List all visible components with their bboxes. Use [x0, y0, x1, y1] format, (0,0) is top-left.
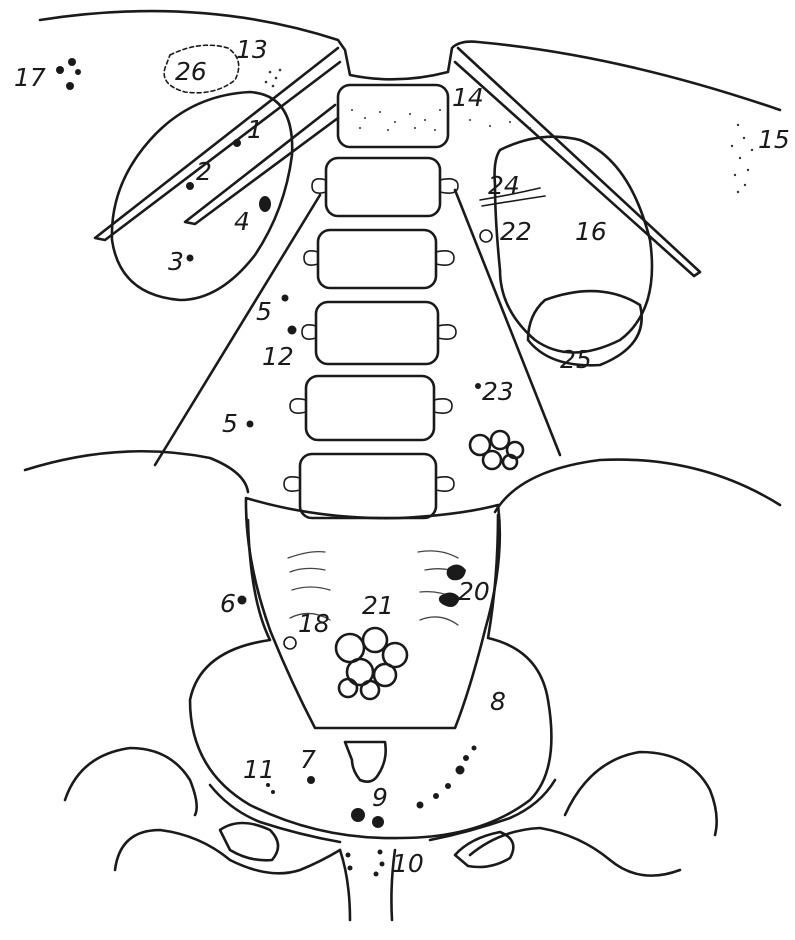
label-18: 18 — [298, 609, 330, 638]
label-6: 6 — [220, 589, 236, 618]
label-12: 12 — [262, 342, 294, 371]
label-15: 15 — [758, 125, 790, 154]
pelvic-ring — [190, 515, 551, 838]
cluster-21 — [336, 628, 407, 699]
label-3: 3 — [168, 247, 184, 276]
label-24: 24 — [488, 171, 520, 200]
label-5-upper: 5 — [256, 297, 272, 326]
left-kidney — [112, 92, 292, 300]
label-4: 4 — [234, 207, 250, 236]
label-11: 11 — [243, 755, 275, 784]
diaphragm-outline — [40, 11, 780, 110]
vertebra-t12 — [338, 85, 531, 147]
stipple-15 — [731, 124, 753, 193]
label-9: 9 — [372, 783, 388, 812]
label-1: 1 — [247, 115, 263, 144]
hip-bones — [65, 748, 717, 920]
label-10: 10 — [392, 849, 424, 878]
label-7: 7 — [300, 745, 316, 774]
label-5-lower: 5 — [222, 409, 238, 438]
label-17: 17 — [14, 63, 46, 92]
label-21: 21 — [362, 591, 394, 620]
labels: 1 2 3 4 5 5 6 7 8 9 10 11 12 13 14 15 16… — [14, 35, 790, 878]
coccyx — [345, 742, 386, 782]
label-13: 13 — [236, 35, 268, 64]
label-14: 14 — [452, 83, 484, 112]
stipple-13 — [265, 69, 282, 88]
finding-markers — [56, 58, 492, 877]
label-2: 2 — [196, 157, 212, 186]
label-22: 22 — [500, 217, 532, 246]
label-25: 25 — [560, 345, 592, 374]
label-20: 20 — [458, 577, 490, 606]
iliac-crests — [25, 451, 780, 512]
label-16: 16 — [575, 217, 607, 246]
cluster-23 — [470, 431, 523, 469]
label-26: 26 — [175, 57, 207, 86]
left-ribs — [95, 48, 340, 240]
label-8: 8 — [490, 687, 506, 716]
label-23: 23 — [482, 377, 514, 406]
